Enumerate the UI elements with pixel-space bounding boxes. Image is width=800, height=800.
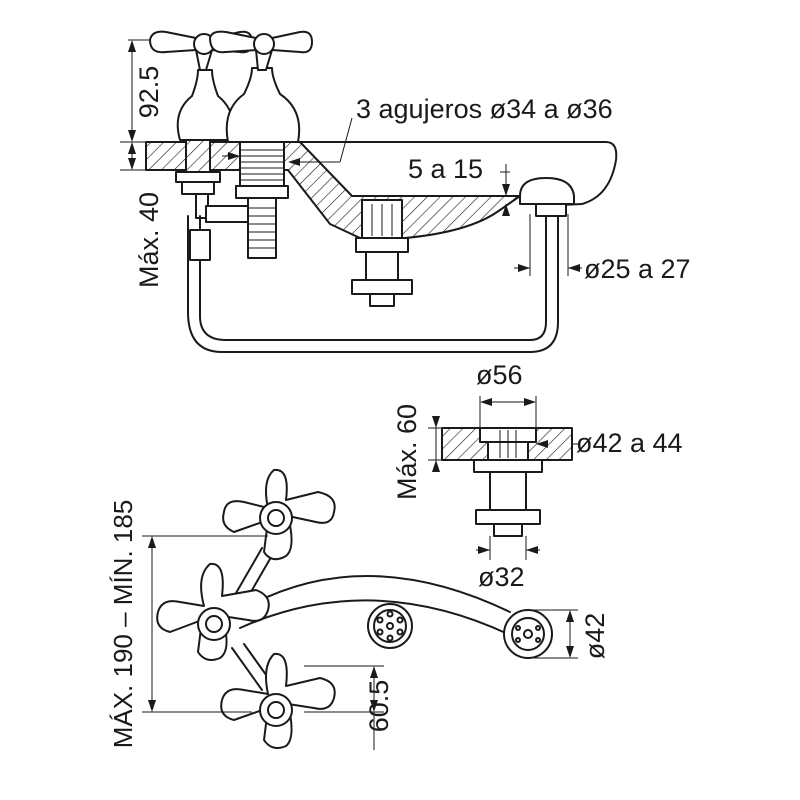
- plan-spout-outlet: [503, 609, 553, 659]
- cross-handle-icon-bottom: [220, 652, 336, 749]
- dim-drain-hole: ø25 a 27: [514, 214, 691, 284]
- plan-spout-arc: [237, 575, 511, 613]
- cross-handle-icon: [149, 30, 313, 71]
- left-valve-bell: [176, 69, 235, 141]
- right-valve-threaded-shank: [239, 141, 285, 187]
- dim-counter-thickness: Máx. 40: [120, 142, 164, 288]
- label-counter-thickness: Máx. 40: [134, 192, 164, 288]
- dim-handle-height: 92.5: [120, 39, 164, 143]
- dim-spacing: 60.5: [304, 665, 394, 750]
- plan-drain-grate: [367, 603, 413, 649]
- label-diverter-diameter: ø56: [476, 360, 523, 390]
- dim-spacing-range: MÁX. 190 – MÍN. 185: [108, 500, 268, 749]
- label-diverter-max-height: Máx. 60: [392, 404, 422, 500]
- dim-gap: 5 a 15: [408, 154, 510, 216]
- left-valve: [175, 69, 559, 353]
- right-valve: [225, 67, 301, 259]
- label-spacing-range: MÁX. 190 – MÍN. 185: [108, 500, 138, 749]
- right-valve-bell: [225, 67, 301, 143]
- label-spacing: 60.5: [364, 680, 394, 733]
- label-gap: 5 a 15: [408, 154, 483, 184]
- label-spout-outlet: ø42: [580, 613, 610, 660]
- label-three-holes: 3 agujeros ø34 a ø36: [356, 94, 613, 124]
- cross-handle-icon-middle: [156, 562, 270, 661]
- plan-connecting-tube: [231, 547, 275, 691]
- label-diverter-hole: ø42 a 44: [576, 428, 683, 458]
- spout-outlet: [519, 177, 575, 217]
- dim-three-holes: 3 agujeros ø34 a ø36: [222, 94, 613, 166]
- label-drain-hole: ø25 a 27: [584, 254, 691, 284]
- diverter-detail-view: ø56 Máx. 60 ø42 a 44 ø32: [392, 360, 683, 592]
- sink-basin-outline: [299, 141, 618, 207]
- drain-assembly: [351, 199, 413, 307]
- label-handle-height: 92.5: [134, 66, 164, 119]
- left-supply-pipe: [199, 211, 547, 341]
- cross-handle-icon-top: [222, 468, 336, 561]
- plan-view: MÁX. 190 – MÍN. 185 60.5 ø42: [108, 468, 610, 750]
- label-diverter-stem: ø32: [478, 562, 525, 592]
- side-elevation-view: 92.5 Máx. 40 3 agujeros ø34 a ø36 5: [120, 30, 691, 353]
- dim-spout-outlet: ø42: [528, 609, 610, 660]
